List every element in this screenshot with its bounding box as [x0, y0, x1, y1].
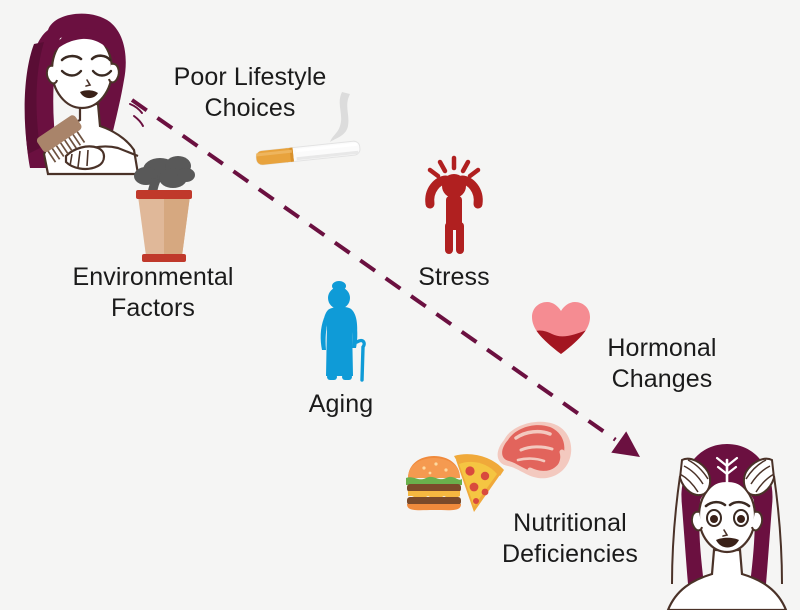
label-hormonal-changes: Hormonal Changes [607, 334, 717, 393]
smokestack-icon [116, 152, 212, 270]
label-aging: Aging [308, 390, 374, 418]
stressed-person-icon [418, 155, 490, 256]
elderly-person-icon [312, 280, 370, 382]
junk-food-icon [404, 418, 574, 512]
label-environmental-factors: Environmental Factors [72, 263, 234, 322]
heart-icon [530, 300, 592, 356]
woman-combing-hair-illustration [14, 8, 146, 176]
woman-hair-thinning-illustration [654, 432, 800, 610]
arrow-head-icon [611, 431, 640, 457]
label-stress: Stress [418, 263, 490, 291]
label-poor-lifestyle-choices: Poor Lifestyle Choices [173, 63, 327, 122]
label-nutritional-deficiencies: Nutritional Deficiencies [502, 509, 638, 568]
